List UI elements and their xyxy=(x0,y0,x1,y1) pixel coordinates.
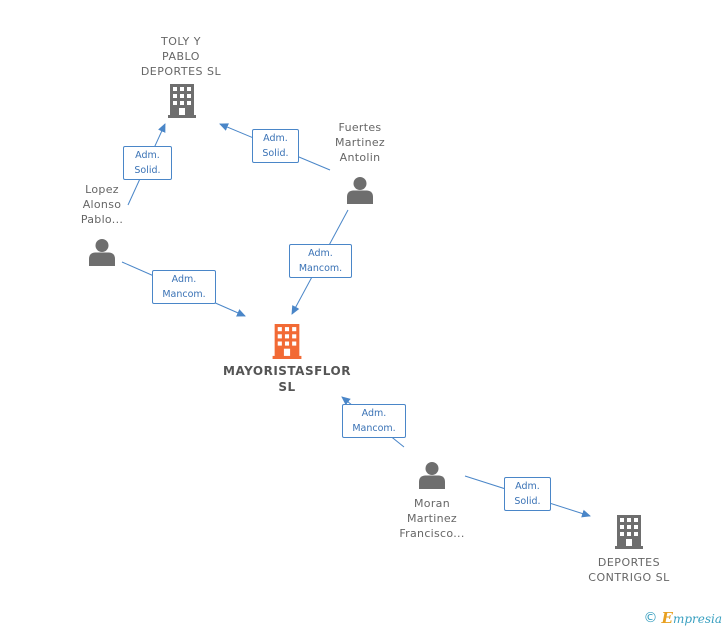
lopez-person-icon[interactable] xyxy=(89,239,115,266)
node-label-toly[interactable]: TOLY Y PABLO DEPORTES SL xyxy=(140,35,222,78)
moran-person-icon[interactable] xyxy=(419,462,445,489)
copyright-icon: © xyxy=(643,610,658,626)
edge-label-lopez-to-mayoristas[interactable]: Adm. Mancom. xyxy=(152,270,216,304)
node-label-lopez[interactable]: Lopez Alonso Pablo... xyxy=(80,183,124,226)
node-label-mayoristas[interactable]: MAYORISTASFLOR SL xyxy=(223,364,351,394)
edge-label-fuertes-to-mayoristas[interactable]: Adm. Mancom. xyxy=(289,244,352,278)
node-label-contrigo[interactable]: DEPORTES CONTRIGO SL xyxy=(588,556,670,584)
edge-label-fuertes-to-toly[interactable]: Adm. Solid. xyxy=(252,129,299,163)
fuertes-person-icon[interactable] xyxy=(347,177,373,204)
edge-label-lopez-to-toly[interactable]: Adm. Solid. xyxy=(123,146,172,180)
footer-brand: © Empresia xyxy=(644,609,723,627)
mayoristas-building-icon[interactable] xyxy=(272,324,302,359)
edge-label-moran-to-contrigo[interactable]: Adm. Solid. xyxy=(504,477,551,511)
contrigo-building-icon[interactable] xyxy=(615,515,643,549)
node-label-moran[interactable]: Moran Martinez Francisco... xyxy=(399,497,465,540)
node-label-fuertes[interactable]: Fuertes Martinez Antolin xyxy=(334,121,386,164)
edge-label-moran-to-mayoristas[interactable]: Adm. Mancom. xyxy=(342,404,406,438)
toly-building-icon[interactable] xyxy=(168,84,196,118)
empresia-logo[interactable]: Empresia xyxy=(661,609,723,627)
